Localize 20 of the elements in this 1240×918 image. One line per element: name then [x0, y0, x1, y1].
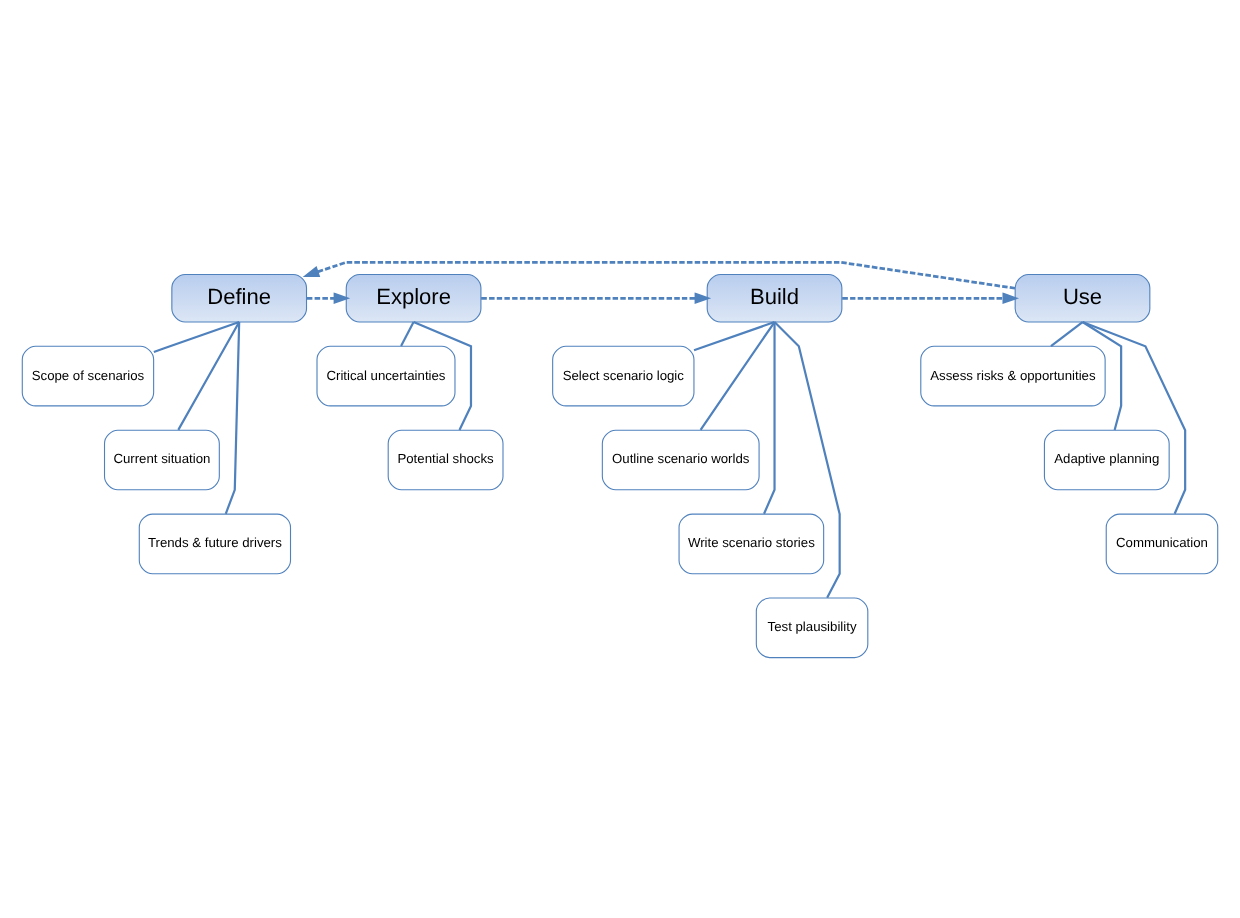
- connector: [773, 320, 841, 598]
- node-box: Define: [171, 273, 308, 322]
- arrow: [481, 291, 712, 304]
- connector: [1050, 320, 1084, 346]
- node-box: Use: [1014, 273, 1151, 322]
- arrow: [842, 291, 1020, 304]
- node-box: Build: [706, 273, 843, 322]
- connector: [153, 319, 240, 352]
- connector: [763, 321, 776, 514]
- connector: [400, 320, 415, 346]
- connector: [1081, 320, 1123, 430]
- arrow: [302, 260, 1016, 289]
- connector: [177, 320, 241, 430]
- connector: [1082, 320, 1187, 514]
- node-box: Explore: [345, 273, 482, 322]
- connector: [413, 320, 473, 430]
- connector: [699, 320, 776, 430]
- connector: [693, 319, 775, 351]
- arrow: [306, 291, 351, 304]
- connector: [224, 321, 241, 514]
